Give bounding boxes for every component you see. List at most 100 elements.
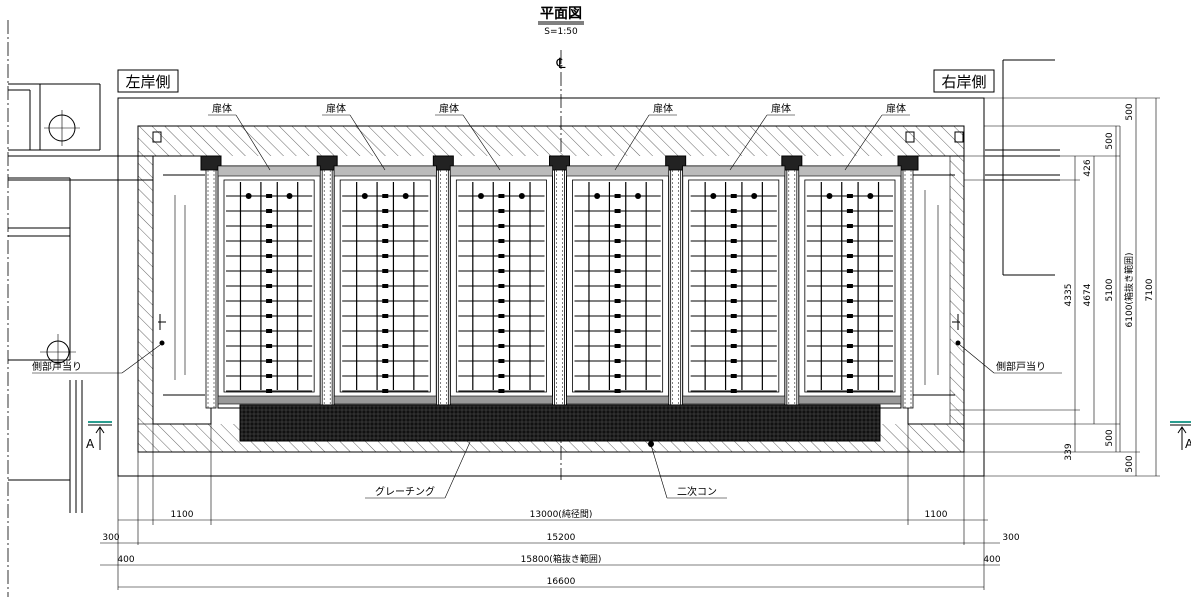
gate-beam-node xyxy=(614,329,621,333)
svg-text:扉体: 扉体 xyxy=(886,102,906,115)
outer-boxout-outline xyxy=(117,97,985,477)
gate-beam-node xyxy=(266,344,273,348)
gate-beam-node xyxy=(266,389,273,393)
gate-label-1: 扉体 xyxy=(208,102,271,171)
gate-pin xyxy=(518,193,525,199)
gate-beam-node xyxy=(498,389,505,393)
pier-body xyxy=(205,169,217,409)
gate-label-6: 扉体 xyxy=(844,102,910,171)
gate-beam-node xyxy=(730,284,737,288)
svg-text:扉体: 扉体 xyxy=(212,102,232,115)
gate-beam-node xyxy=(730,269,737,273)
gate-beam-node xyxy=(730,194,737,198)
gate-beam-node xyxy=(498,239,505,243)
gate-beam-node xyxy=(266,254,273,258)
gate-top-beam xyxy=(450,165,553,177)
gate-beam-node xyxy=(614,224,621,228)
gate-beam-node xyxy=(846,329,853,333)
gate-beam-node xyxy=(614,344,621,348)
dim-400-left: 400 xyxy=(117,555,134,565)
gate-beam-node xyxy=(846,389,853,393)
gate-pin xyxy=(402,193,409,199)
gate-beam-node xyxy=(266,284,273,288)
gate-beam-node xyxy=(498,254,505,258)
gate-beam-node xyxy=(846,254,853,258)
dim-426: 426 xyxy=(1083,159,1093,176)
gate-pin xyxy=(826,193,833,199)
left-bank-label: 左岸側 xyxy=(125,73,170,91)
gate-beam-node xyxy=(382,239,389,243)
right-bank-label: 右岸側 xyxy=(941,73,986,91)
left-adjacent-structure xyxy=(7,20,215,597)
gate-beam-node xyxy=(266,194,273,198)
dim-5100: 5100 xyxy=(1105,278,1115,301)
right-bank-label-box xyxy=(933,69,995,93)
pier-body xyxy=(437,169,449,409)
gate-beam-node xyxy=(382,359,389,363)
gate-beam-node xyxy=(266,329,273,333)
gate-pin xyxy=(635,193,642,199)
pier-body xyxy=(786,169,798,409)
dim-500-top-inner: 500 xyxy=(1105,132,1115,149)
gate-beam-node xyxy=(846,194,853,198)
gate-beam-node xyxy=(498,329,505,333)
gate-label-4: 扉体 xyxy=(614,102,677,171)
dim-4674: 4674 xyxy=(1083,283,1093,306)
gate-beam-node xyxy=(266,269,273,273)
gate-bottom-seal xyxy=(333,395,437,405)
gate-beam-node xyxy=(730,329,737,333)
left-bank-label-box xyxy=(117,69,179,93)
gate-pin xyxy=(286,193,293,199)
svg-text:A: A xyxy=(1185,437,1191,451)
gate-beam-node xyxy=(614,194,621,198)
dim-300-left: 300 xyxy=(102,533,119,543)
vertical-dimensions: 500 500 426 4335 4674 5100 6100(箱抜き範囲) 7… xyxy=(950,97,1160,477)
gate-beam-node xyxy=(382,194,389,198)
gate-beam-node xyxy=(846,269,853,273)
gate-beam-node xyxy=(614,389,621,393)
gate-beam-node xyxy=(846,299,853,303)
gate-top-beam xyxy=(217,165,321,177)
gate-beam-node xyxy=(382,209,389,213)
gate-beam-node xyxy=(730,314,737,318)
gate-beam-node xyxy=(498,284,505,288)
dim-7100: 7100 xyxy=(1145,278,1155,301)
gate-beam-node xyxy=(498,299,505,303)
gate-beam-node xyxy=(498,344,505,348)
gate-pin xyxy=(361,193,368,199)
gate-bottom-seal xyxy=(682,395,786,405)
centerline-mark: ℄ xyxy=(556,56,566,72)
gate-beam-node xyxy=(730,254,737,258)
gate-pin xyxy=(477,193,484,199)
gate-beam-node xyxy=(730,344,737,348)
gate-beam-node xyxy=(266,299,273,303)
gate-beam-node xyxy=(846,314,853,318)
gate-panels xyxy=(200,155,919,409)
left-side-pocket xyxy=(152,131,205,396)
dim-500-top-outer: 500 xyxy=(1125,103,1135,120)
gate-top-beam xyxy=(333,165,437,177)
horizontal-dimensions: 1100 13000(純径間) 1100 300 15200 300 400 1… xyxy=(100,424,1020,590)
gate-label-3: 扉体 xyxy=(435,102,501,171)
gate-beam-node xyxy=(382,269,389,273)
pier-body xyxy=(321,169,333,409)
gate-beam-node xyxy=(614,359,621,363)
gate-top-beam xyxy=(682,165,786,177)
section-mark-right: A xyxy=(1170,421,1191,451)
dim-13000: 13000(純径間) xyxy=(530,508,593,520)
dim-500-bottom-inner: 500 xyxy=(1105,429,1115,446)
gate-beam-node xyxy=(382,314,389,318)
gate-beam-node xyxy=(266,239,273,243)
gate-beam-node xyxy=(614,314,621,318)
grating-area xyxy=(239,404,881,442)
gate-beam-node xyxy=(614,374,621,378)
svg-text:二次コン: 二次コン xyxy=(677,485,717,498)
gate-beam-node xyxy=(730,299,737,303)
gate-beam-node xyxy=(382,254,389,258)
gate-pin xyxy=(594,193,601,199)
gate-beam-node xyxy=(846,224,853,228)
gate-beam-node xyxy=(382,374,389,378)
section-mark-left: A xyxy=(86,421,112,451)
gate-beam-node xyxy=(498,224,505,228)
